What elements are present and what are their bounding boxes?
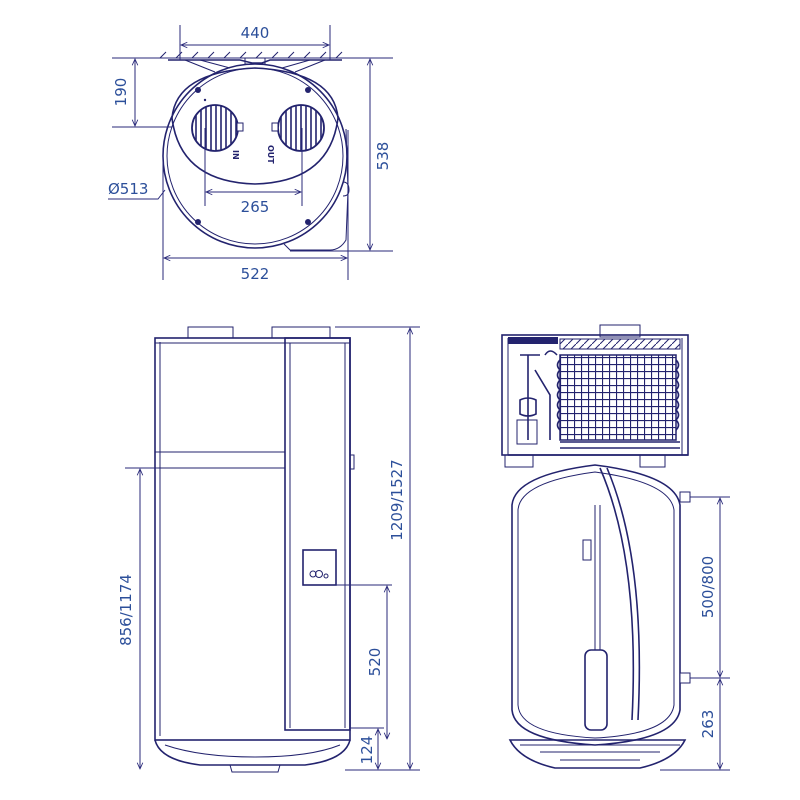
dim-190-label: 190 [112,78,130,107]
dim-124-label: 124 [358,736,376,765]
dim-538-label: 538 [374,142,392,171]
evaporator-coil [559,354,677,441]
mount-screw-icon [195,87,201,93]
dimension-190: 190 [112,59,172,128]
dimension-124: 124 [350,727,384,769]
dimension-500-800: 500/800 [690,496,730,679]
dim-513-label: Ø513 [108,180,148,198]
appliance-outline-top [162,63,350,251]
dimension-520: 520 [336,584,392,739]
dim-265-label: 265 [241,198,270,216]
side-section-view: 500/800 263 [501,324,730,771]
base-foot [154,739,351,773]
dim-522-label: 522 [241,265,270,283]
side-column [284,337,351,731]
compressor-piping [516,350,558,445]
air-duct-collar [187,326,234,339]
air-duct-collar [599,324,641,338]
air-inlet-grill [191,104,244,152]
inlet-label: IN [231,150,240,160]
base-foot-side [508,739,687,769]
dimension-1209-1527: 1209/1527 [335,326,420,771]
cold-water-dip-tube [599,467,641,721]
dim-263-label: 263 [699,710,717,739]
dimension-440: 440 [179,24,331,60]
air-outlet-grill [271,104,325,152]
mount-screw-icon [305,87,311,93]
top-view: IN OUT 440 190 538 Ø513 265 [108,24,393,283]
control-panel [302,549,337,586]
mount-screw-icon [305,219,311,225]
control-symbol-icon [309,570,329,579]
air-duct-collar [271,326,331,339]
dimension-diameter-513: Ø513 [108,180,166,200]
water-connections [679,491,691,684]
heat-pump-compartment [501,334,689,468]
water-tank [511,464,681,746]
wall-bracket [168,57,342,73]
dim-500-800-label: 500/800 [699,556,717,618]
dimension-263: 263 [660,679,730,771]
dim-856-1174-label: 856/1174 [117,574,135,646]
heating-element [582,505,608,731]
appliance-body [154,337,351,741]
front-view: 856/1174 1209/1527 520 124 [117,326,420,773]
wall-line [112,51,393,59]
outlet-label: OUT [266,145,275,164]
dimension-522: 522 [162,130,349,283]
dim-440-label: 440 [241,24,270,42]
dimension-538: 538 [290,59,393,252]
dim-1209-1527-label: 1209/1527 [388,459,406,540]
dim-520-label: 520 [366,648,384,677]
dimension-856-1174: 856/1174 [117,467,158,769]
dimension-265: 265 [204,128,303,216]
mount-screw-icon [195,219,201,225]
